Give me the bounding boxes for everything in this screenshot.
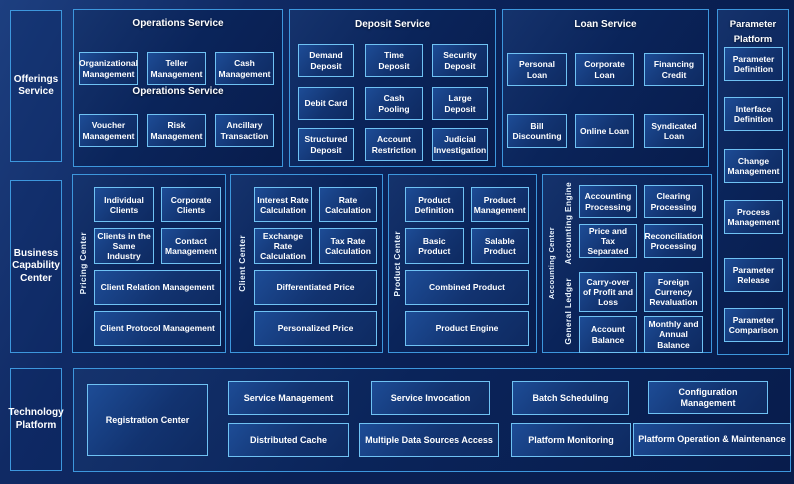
block-rate-calculation: Rate Calculation <box>319 187 377 223</box>
block-parameter-release: Parameter Release <box>724 258 783 292</box>
block-salable-product: Salable Product <box>470 228 529 264</box>
block-product-definition: Product Definition <box>405 187 464 223</box>
block-interest-rate-calculation: Interest Rate Calculation <box>254 187 312 223</box>
block-cash-pooling: Cash Pooling <box>365 87 423 120</box>
block-configuration-management: Configuration Management <box>648 381 768 414</box>
vertical-label-client-center: Client Center <box>236 235 247 292</box>
block-product-engine: Product Engine <box>405 310 529 346</box>
block-debit-card: Debit Card <box>298 87 354 120</box>
block-exchange-rate-calculation: Exchange Rate Calculation <box>254 228 312 264</box>
panel-title-operations-service: Operations Service <box>132 18 224 29</box>
block-price-and-tax-separated: Price and Tax Separated <box>579 224 637 258</box>
vertical-label-product-center: Product Center <box>391 230 402 297</box>
layer-label-offerings-service: Offerings Service <box>10 10 62 162</box>
block-cash-management: Cash Management <box>215 52 274 85</box>
block-tax-rate-calculation: Tax Rate Calculation <box>319 228 377 264</box>
block-demand-deposit: Demand Deposit <box>298 44 354 77</box>
panel-pricing-center: Pricing Center Individual Clients Corpor… <box>72 174 226 353</box>
block-platform-monitoring: Platform Monitoring <box>511 423 631 457</box>
block-multiple-data-sources-access: Multiple Data Sources Access <box>359 423 499 457</box>
panel-title-parameter-platform: Parameter Platform <box>729 19 777 45</box>
panel-title-loan-service: Loan Service <box>574 19 637 30</box>
block-account-balance: Account Balance <box>579 316 637 353</box>
panel-subtitle-operations-service: Operations Service <box>132 86 224 97</box>
block-client-protocol-management: Client Protocol Management <box>94 310 221 346</box>
block-batch-scheduling: Batch Scheduling <box>512 381 629 415</box>
block-syndicated-loan: Syndicated Loan <box>644 114 704 148</box>
vertical-label-pricing-center: Pricing Center <box>77 232 88 295</box>
block-judicial-investigation: Judicial Investigation <box>432 128 488 161</box>
block-foreign-currency-revaluation: Foreign Currency Revaluation <box>644 272 703 312</box>
layer-label-technology-platform: Technology Platform <box>8 368 64 471</box>
vertical-label-accounting-engine: Accounting Engine <box>562 182 573 265</box>
block-corporate-loan: Corporate Loan <box>575 53 634 86</box>
block-differentiated-price: Differentiated Price <box>254 269 377 305</box>
block-accounting-processing: Accounting Processing <box>579 185 637 218</box>
panel-operations-service: Operations Service Organizational Manage… <box>73 9 283 167</box>
block-parameter-comparison: Parameter Comparison <box>724 308 783 342</box>
block-time-deposit: Time Deposit <box>365 44 423 77</box>
block-personal-loan: Personal Loan <box>507 53 567 86</box>
block-reconciliation-processing: Reconciliation Processing <box>644 224 703 258</box>
block-client-relation-management: Client Relation Management <box>94 269 221 305</box>
block-parameter-definition: Parameter Definition <box>724 47 783 81</box>
panel-loan-service: Loan Service Personal Loan Corporate Loa… <box>502 9 709 167</box>
block-contact-management: Contact Management <box>161 228 221 264</box>
block-online-loan: Online Loan <box>575 114 634 148</box>
block-corporate-clients: Corporate Clients <box>161 187 221 223</box>
block-process-management: Process Management <box>724 200 783 234</box>
block-product-management: Product Management <box>470 187 529 223</box>
vertical-label-accounting-center: Accounting Center <box>546 227 556 300</box>
panel-parameter-platform: Parameter Platform Parameter Definition … <box>717 9 789 355</box>
block-clearing-processing: Clearing Processing <box>644 185 703 218</box>
block-monthly-and-annual-balance: Monthly and Annual Balance <box>644 316 703 353</box>
block-structured-deposit: Structured Deposit <box>298 128 354 161</box>
block-risk-management: Risk Management <box>147 114 206 147</box>
panel-client-center: Client Center Interest Rate Calculation … <box>230 174 383 353</box>
panel-accounting-center: Accounting Center Accounting Engine Gene… <box>542 174 712 353</box>
block-large-deposit: Large Deposit <box>432 87 488 120</box>
panel-product-center: Product Center Product Definition Produc… <box>388 174 537 353</box>
block-teller-management: Teller Management <box>147 52 206 85</box>
block-registration-center: Registration Center <box>87 384 208 456</box>
block-clients-in-the-same-industry: Clients in the Same Industry <box>94 228 154 264</box>
block-personalized-price: Personalized Price <box>254 310 377 346</box>
block-account-restriction: Account Restriction <box>365 128 423 161</box>
panel-technology-platform: Registration Center Service Management S… <box>73 368 791 472</box>
block-distributed-cache: Distributed Cache <box>228 423 349 457</box>
block-voucher-management: Voucher Management <box>79 114 138 147</box>
block-basic-product: Basic Product <box>405 228 464 264</box>
layer-label-business-capability-center: Business Capability Center <box>10 180 62 353</box>
block-change-management: Change Management <box>724 149 783 183</box>
block-service-invocation: Service Invocation <box>371 381 490 415</box>
panel-title-deposit-service: Deposit Service <box>354 19 431 30</box>
block-ancillary-transaction: Ancillary Transaction <box>215 114 274 147</box>
block-organizational-management: Organizational Management <box>79 52 138 85</box>
vertical-label-general-ledger: General Ledger <box>562 277 573 345</box>
block-financing-credit: Financing Credit <box>644 53 704 86</box>
block-interface-definition: Interface Definition <box>724 97 783 131</box>
block-combined-product: Combined Product <box>405 269 529 305</box>
block-carry-over-of-profit-and-loss: Carry-over of Profit and Loss <box>579 272 637 312</box>
panel-deposit-service: Deposit Service Demand Deposit Time Depo… <box>289 9 496 167</box>
block-individual-clients: Individual Clients <box>94 187 154 223</box>
block-security-deposit: Security Deposit <box>432 44 488 77</box>
block-service-management: Service Management <box>228 381 349 415</box>
block-platform-operation-maintenance: Platform Operation & Maintenance <box>633 423 791 456</box>
block-bill-discounting: Bill Discounting <box>507 114 567 148</box>
